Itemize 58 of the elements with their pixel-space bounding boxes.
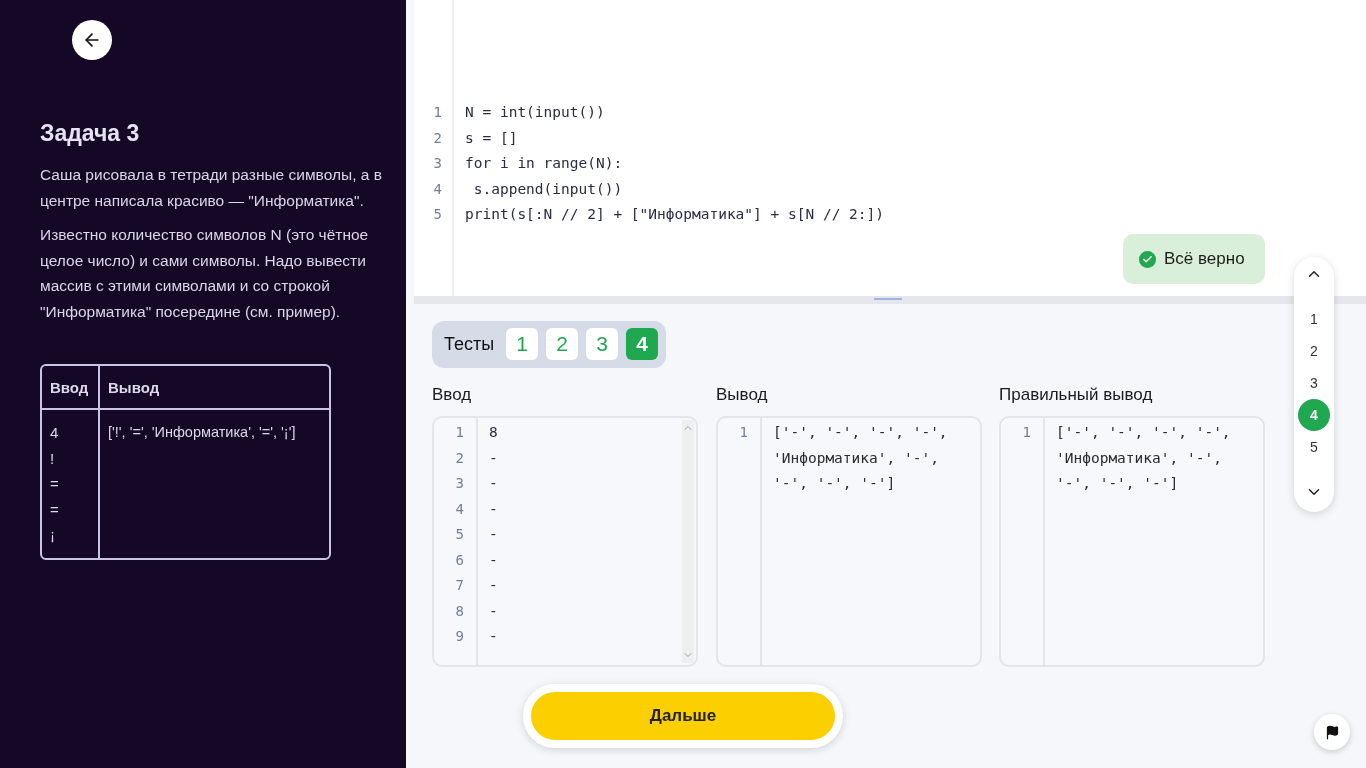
test-tab: 2 [546,328,578,360]
code-line: 8 [489,423,498,442]
line-number: 5 [454,525,464,544]
code-line: - [489,601,498,621]
test-tab: 4 [626,328,658,360]
page-number: 1 [1302,307,1326,331]
line-number: 1 [432,103,442,122]
line-number: 4 [432,179,442,199]
code-line: s.append(input()) [472,179,623,199]
code-line: - [489,627,498,646]
line-number: 8 [454,601,464,621]
code-line: - [489,525,498,544]
output-text: ['-', '-', '-', '-', 'Информатика', '-', '-', '-', '-'] [773,423,949,493]
line-number: 1 [1021,423,1031,442]
success-toast: Всё верно [1123,234,1265,284]
line-number: 1 [738,423,748,442]
tests-label: Тесты [444,334,495,355]
task-text: Известно количество символов N (это чётное целое число) и сами символы. Надо вывести массив с этими символами и со строкой "Информатика" посередине (см. пример). [40,225,370,322]
task-title: Задача 3 [40,120,140,147]
code-line: - [489,550,498,570]
column-header: Вывод [100,366,329,410]
task-text: Саша рисовала в тетради разные символы, а в центре написала красиво — "Информатика". [40,165,383,211]
code-line: print(s[:N // 2] + ["Информатика"] + s[N // 2:]) [465,205,885,224]
page-number: 3 [1302,371,1326,395]
panel-heading: Ввод [432,385,472,405]
test-pager [1294,257,1334,512]
code-line: for i in range(N): [465,154,623,173]
test-tab: 1 [506,328,538,360]
table-cell: 4 ! = = ¡ [42,410,100,558]
line-number: 3 [454,474,464,493]
line-number: 7 [454,576,464,595]
page-number: 5 [1302,435,1326,459]
page-number: 4 [1298,399,1330,431]
tests-bar [432,321,666,368]
line-number: 5 [432,205,442,224]
column-header: Ввод [42,366,100,410]
example-table [40,364,331,560]
code-editor [414,0,1366,296]
page-number: 2 [1302,339,1326,363]
line-number: 3 [432,154,442,173]
line-number: 2 [454,448,464,468]
code-line: - [489,499,498,519]
table-cell-text: ['!', '=', 'Информатика', '=', '¡'] [107,423,297,442]
output-text: ['-', '-', '-', '-', 'Информатика', '-', '-', '-', '-'] [1056,423,1232,493]
next-button: Дальше [523,684,843,748]
line-number: 9 [454,627,464,646]
code-line: s = [] [465,128,518,148]
panel-heading: Правильный вывод [999,385,1153,405]
code-line: N = int(input()) [465,103,605,122]
code-line: - [489,576,498,595]
test-tab: 3 [586,328,618,360]
code-line: - [489,474,498,493]
panel-heading: Вывод [716,385,768,405]
line-number: 4 [454,499,464,519]
line-number: 6 [454,550,464,570]
line-number: 1 [454,423,464,442]
line-number: 2 [432,128,442,148]
code-line: - [489,448,498,468]
